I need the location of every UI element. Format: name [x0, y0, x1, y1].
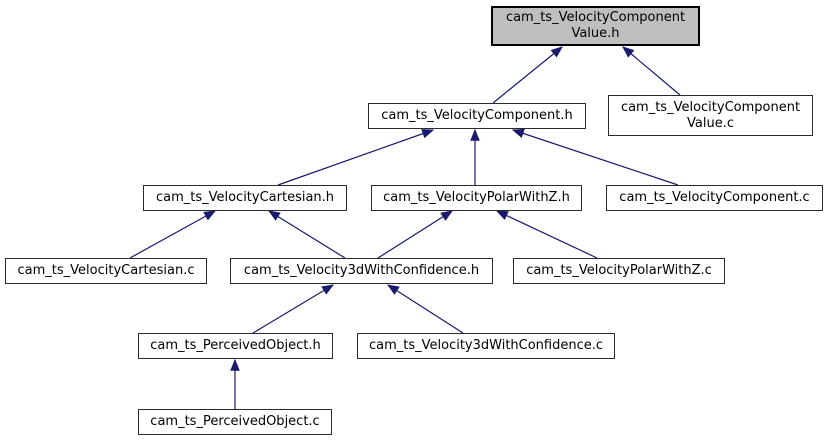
edge-velocitycomponent-c-to-velocitycomponent-h	[511, 128, 679, 186]
node-cam_ts_VelocityComponentValue_h[interactable]: cam_ts_VelocityComponent Value.h	[491, 6, 700, 46]
node-cam_ts_VelocityComponentValue_c[interactable]: cam_ts_VelocityComponent Value.c	[608, 95, 813, 136]
node-cam_ts_PerceivedObject_h[interactable]: cam_ts_PerceivedObject.h	[138, 333, 333, 359]
node-cam_ts_VelocityCartesian_c[interactable]: cam_ts_VelocityCartesian.c	[5, 258, 207, 284]
edge-velocitycomponent-h-to-velocitycomponentvalue-h	[492, 46, 563, 104]
edge-velocity3dwithconfidence-h-to-velocitycartesian-h	[267, 210, 346, 259]
node-cam_ts_VelocityComponent_h[interactable]: cam_ts_VelocityComponent.h	[368, 103, 586, 129]
node-cam_ts_VelocityPolarWithZ_h[interactable]: cam_ts_VelocityPolarWithZ.h	[371, 185, 582, 211]
node-cam_ts_VelocityCartesian_h[interactable]: cam_ts_VelocityCartesian.h	[143, 185, 347, 211]
node-cam_ts_PerceivedObject_c[interactable]: cam_ts_PerceivedObject.c	[138, 409, 332, 435]
edge-velocitypolarwithz-c-to-velocitypolarwithz-h	[495, 210, 598, 259]
node-cam_ts_Velocity3dWithConfidence_h[interactable]: cam_ts_Velocity3dWithConfidence.h	[230, 258, 493, 284]
edge-velocitycartesian-c-to-velocitycartesian-h	[129, 210, 217, 259]
edge-velocity3dwithconfidence-c-to-velocity3dwithconfidence-h	[386, 284, 464, 334]
edge-velocitycartesian-h-to-velocitycomponent-h	[277, 129, 435, 186]
node-cam_ts_Velocity3dWithConfidence_c[interactable]: cam_ts_Velocity3dWithConfidence.c	[357, 333, 615, 359]
edge-velocity3dwithconfidence-h-to-velocitypolarwithz-h	[377, 210, 454, 259]
node-cam_ts_VelocityPolarWithZ_c[interactable]: cam_ts_VelocityPolarWithZ.c	[513, 258, 725, 284]
edge-perceivedobject-h-to-velocity3dwithconfidence-h	[252, 284, 335, 334]
edge-velocitycomponentvalue-c-to-velocitycomponentvalue-h	[622, 46, 681, 96]
node-cam_ts_VelocityComponent_c[interactable]: cam_ts_VelocityComponent.c	[606, 185, 823, 211]
